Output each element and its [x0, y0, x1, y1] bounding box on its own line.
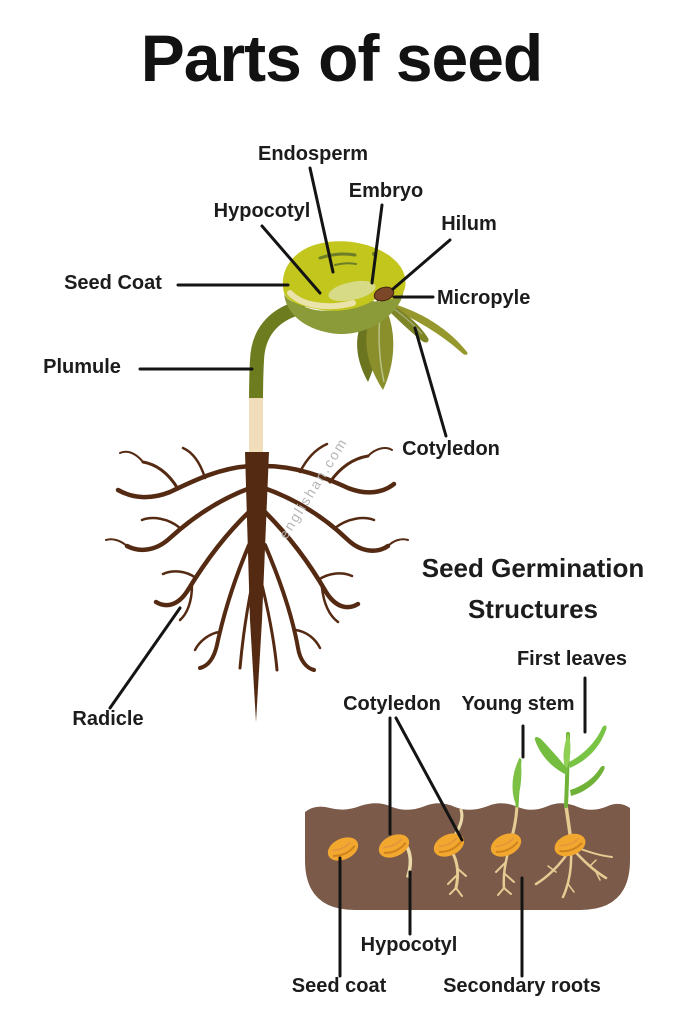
page-title: Parts of seed	[140, 21, 544, 95]
seed-highlight	[287, 290, 356, 310]
label-young-stem: Young stem	[461, 693, 575, 715]
label-first-leaves: First leaves	[516, 648, 628, 670]
label-plumule: Plumule	[43, 356, 121, 378]
label-hypocotyl: Hypocotyl	[213, 200, 311, 222]
pointer-embryo	[370, 203, 384, 285]
label-hypocotyl-bottom: Hypocotyl	[360, 934, 458, 956]
soil-cross-section	[305, 803, 630, 910]
pointer-lines	[108, 166, 587, 978]
seed-stage-1	[327, 837, 359, 861]
pointer-hypocotyl	[260, 224, 322, 295]
germination-scene	[305, 725, 630, 910]
pointer-radicle	[108, 606, 182, 710]
label-micropyle: Micropyle	[437, 287, 531, 309]
hilum-spot	[373, 286, 395, 302]
label-cotyledon-bottom: Cotyledon	[343, 693, 441, 715]
label-seed-coat-bottom: Seed coat	[291, 975, 387, 997]
seed-stage-4	[490, 757, 522, 896]
seedling-figure	[105, 241, 468, 722]
label-secondary-roots: Secondary roots	[443, 975, 601, 997]
pointer-cotyledon-stage3	[394, 716, 464, 842]
pointer-hilum	[391, 238, 452, 291]
label-cotyledon: Cotyledon	[402, 438, 500, 460]
plumule-stem	[249, 301, 305, 410]
label-embryo: Embryo	[348, 180, 424, 202]
embryo-region	[328, 280, 376, 302]
germination-section-heading: Seed Germination Structures	[421, 553, 645, 624]
label-seed-coat: Seed Coat	[64, 272, 162, 294]
pointer-cotyledon	[413, 326, 448, 438]
label-radicle: Radicle	[72, 708, 144, 730]
label-hilum: Hilum	[441, 213, 497, 235]
seed-stage-5	[534, 725, 613, 899]
label-endosperm: Endosperm	[257, 143, 369, 165]
seed-stage-3	[433, 808, 467, 897]
root-system	[105, 442, 409, 722]
pointer-endosperm	[308, 166, 335, 274]
